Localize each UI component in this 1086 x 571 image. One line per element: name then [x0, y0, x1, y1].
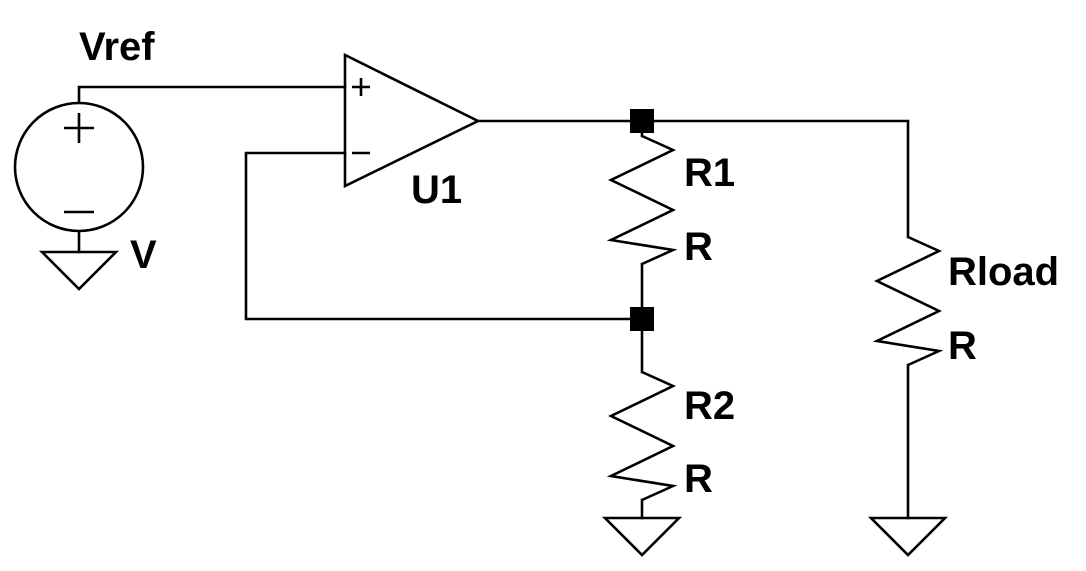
- wire-opamp-output: [476, 119, 910, 239]
- source-value-label: V: [130, 233, 157, 277]
- junction-output-node: [630, 109, 654, 133]
- rload-value-label: R: [948, 324, 977, 368]
- net-label-vref: Vref: [79, 25, 155, 69]
- wires: [77, 85, 910, 520]
- resistor-r1-symbol: [606, 134, 678, 266]
- r1-name-label: R1: [684, 151, 735, 195]
- wire-vref-net: [77, 85, 347, 104]
- opamp-name-label: U1: [411, 168, 462, 212]
- ground-symbol-source: [38, 250, 120, 291]
- junction-feedback-node: [630, 307, 654, 331]
- ground-symbol-r2: [601, 516, 683, 557]
- plus-sign-icon: [64, 113, 94, 143]
- opamp-symbol: [343, 52, 481, 189]
- resistor-r2-symbol: [606, 370, 678, 502]
- noninverting-input-mark: [352, 78, 370, 96]
- voltage-source-symbol: [13, 101, 145, 233]
- wire-feedback-loop: [244, 151, 644, 321]
- r2-value-label: R: [684, 457, 713, 501]
- rload-name-label: Rload: [948, 250, 1059, 294]
- r1-value-label: R: [684, 225, 713, 269]
- ground-symbol-rload: [867, 516, 949, 557]
- resistor-rload-symbol: [872, 235, 944, 367]
- r2-name-label: R2: [684, 384, 735, 428]
